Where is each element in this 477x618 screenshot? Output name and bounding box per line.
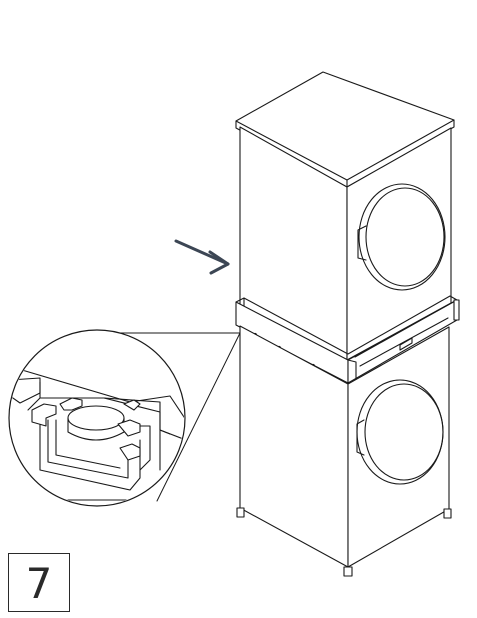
washer-door [356,379,444,485]
step-number-box: 7 [8,553,70,612]
washer-feet [236,507,452,577]
dryer-door [357,183,446,291]
arrow-right-down-icon [174,239,230,275]
detail-magnifier [8,329,186,507]
step-number: 7 [25,558,53,608]
lower-washer [236,325,452,577]
upper-dryer [235,71,455,361]
